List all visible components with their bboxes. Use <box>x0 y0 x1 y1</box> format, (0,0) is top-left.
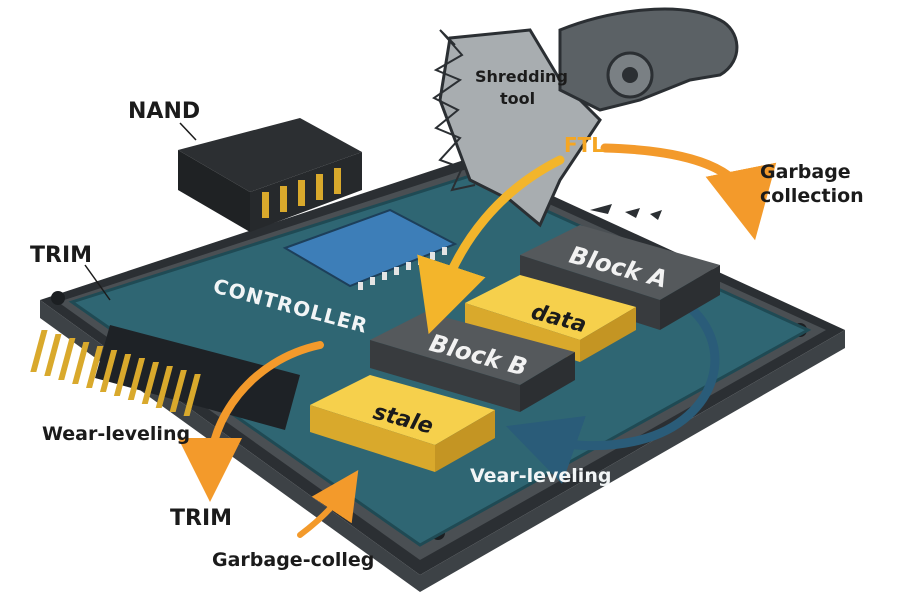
wear-leveling-circular-arrow <box>506 295 720 484</box>
wear-leveling-label: Wear-leveling <box>42 423 190 445</box>
nand-pointer-line <box>179 122 197 141</box>
shredding-label-line1: Shredding <box>475 67 568 86</box>
shredding-label-line2: tool <box>500 89 535 108</box>
edge-connector <box>30 325 300 430</box>
trim-top-label: TRIM <box>30 243 92 268</box>
garbage-collection-arrow <box>600 143 777 241</box>
stale-block <box>310 375 495 472</box>
ftl-label: FTL <box>564 133 604 157</box>
shredding-tool-icon <box>432 7 739 228</box>
trim-bottom-label: TRIM <box>170 506 232 531</box>
vear-leveling-label: Vear-leveling <box>470 465 611 487</box>
garbage-colleg-label: Garbage-colleg <box>212 549 374 571</box>
screw-hole-left <box>51 291 65 305</box>
nand-label: NAND <box>128 99 200 124</box>
garbage-colleg-arrow <box>297 470 359 538</box>
ftl-arrow <box>417 155 565 335</box>
trim-arrow <box>178 341 324 502</box>
garbage-collection-line2: collection <box>760 185 864 207</box>
garbage-collection-line1: Garbage <box>760 161 851 183</box>
trim-pointer-line <box>84 264 111 301</box>
nand-chip <box>178 118 362 232</box>
